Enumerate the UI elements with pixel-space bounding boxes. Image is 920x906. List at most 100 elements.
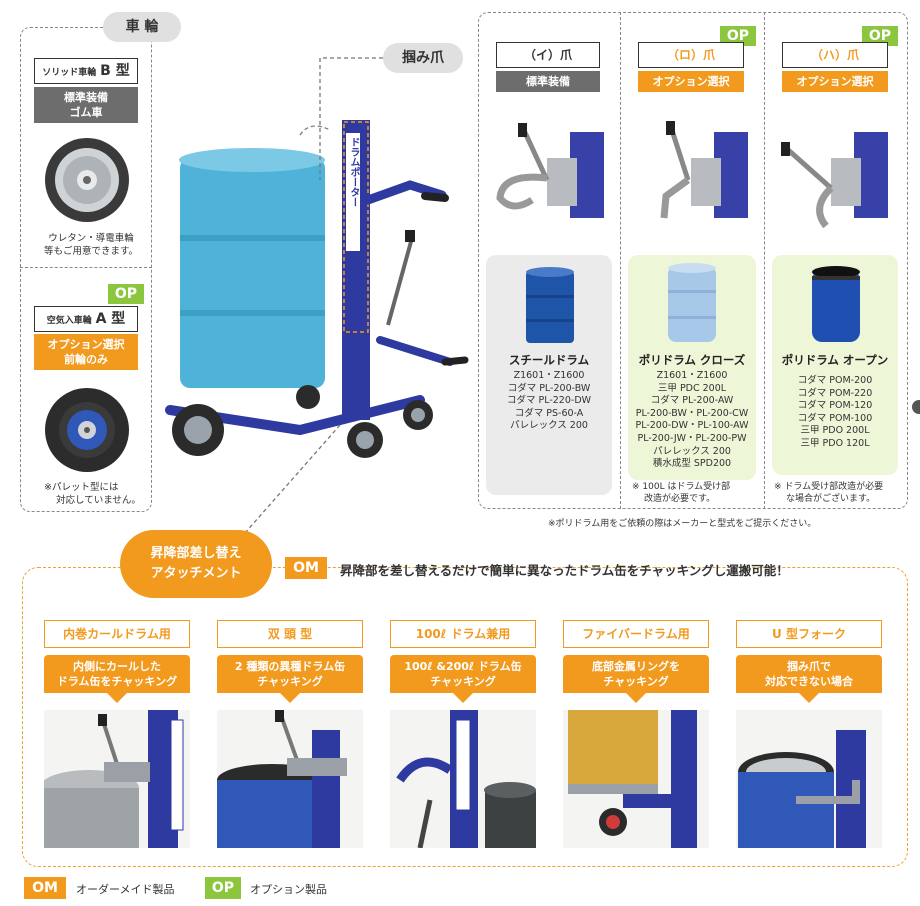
claw-ha-model: コダマ POM-220 — [797, 387, 873, 399]
solid-wheel-note-line2: 等もご用意できます。 — [43, 246, 139, 257]
attachment-photo-double — [217, 710, 363, 848]
desc-arrow — [626, 693, 646, 703]
edge-dot — [912, 400, 920, 414]
solid-wheel-header: ソリッド車輪 B 型 — [34, 58, 138, 84]
attachment-photo-fiber — [563, 710, 709, 848]
claw-ro-note-line1: ※ 100L はドラム受け部 — [632, 482, 731, 492]
air-wheel-model: A 型 — [95, 311, 126, 327]
attachment-desc-line2: 対応できない場合 — [765, 675, 853, 688]
attachment-photo-100l — [390, 710, 536, 848]
desc-arrow — [799, 693, 819, 703]
desc-arrow — [107, 693, 127, 703]
claw-ro-tag: オプション選択 — [638, 71, 744, 92]
claws-title: 掴み爪 — [383, 43, 463, 73]
claw-ha-tag: オプション選択 — [782, 71, 888, 92]
claw-ha-drum-name: ポリドラム オープン — [781, 353, 889, 367]
claw-ro-model: PL-200-BW・PL-200-CW — [635, 407, 749, 419]
claw-ro-model: PL-200-JW・PL-200-PW — [637, 432, 747, 444]
claw-ro-model: Z1601・Z1600 — [656, 370, 728, 381]
drum-porter-image — [165, 120, 469, 458]
claw-ha-model: 三甲 PDO 120L — [800, 437, 870, 449]
air-wheel-tag-line1: オプション選択 — [47, 338, 125, 351]
steel-drum — [180, 158, 325, 388]
solid-wheel-header-prefix: ソリッド車輪 — [42, 68, 97, 78]
claw-ha-model: コダマ POM-100 — [797, 412, 873, 424]
attachment-title: 内巻カールドラム用 — [44, 620, 190, 648]
attachment-desc: 100ℓ &200ℓ ドラム缶 チャッキング — [390, 655, 536, 693]
poly-closed-drum-icon — [668, 263, 716, 342]
air-wheel-tag-line2: 前輪のみ — [64, 353, 108, 366]
claw-ha-image — [781, 132, 888, 229]
claw-i-model: Z1601・Z1600 — [513, 370, 585, 381]
claw-ro-note-line2: 改造が必要です。 — [644, 494, 716, 504]
air-wheel-note-line1: ※パレット型には — [44, 482, 119, 493]
claw-i-name: （イ）爪 — [496, 42, 600, 68]
claws-leader — [319, 57, 383, 180]
claws-footnote: ※ポリドラム用をご依頼の際はメーカーと型式をご提示ください。 — [548, 519, 817, 529]
desc-arrow — [280, 693, 300, 703]
air-wheel-header-prefix: 空気入車輪 — [46, 316, 92, 326]
attachments-panel — [22, 567, 908, 867]
attachments-om-badge: OM — [285, 557, 327, 579]
claw-i-model: コダマ PL-220-DW — [506, 395, 592, 407]
attachment-title: 双 頭 型 — [217, 620, 363, 648]
attachment-desc: 底部金属リングを チャッキング — [563, 655, 709, 693]
attachment-desc-line1: 底部金属リングを — [592, 660, 680, 673]
claw-ha-note-line2: な場合がございます。 — [786, 494, 876, 504]
solid-wheel-image — [45, 138, 129, 222]
wheels-panel — [20, 27, 152, 512]
air-wheel-note-line2: 対応していません。 — [56, 495, 141, 506]
attachment-desc-line1: 2 種類の異種ドラム缶 — [234, 660, 346, 673]
attachment-desc-line2: チャッキング — [603, 675, 669, 688]
claw-ha-name: （ハ）爪 — [782, 42, 888, 68]
claw-i-tag: 標準装備 — [496, 71, 600, 92]
claw-i-models: Z1601・Z1600 コダマ PL-200-BW コダマ PL-220-DW … — [488, 370, 610, 433]
solid-wheel-model: B 型 — [100, 63, 130, 79]
claws-divider-2 — [764, 12, 765, 509]
claw-ha-note-line1: ※ ドラム受け部改造が必要 — [774, 482, 884, 492]
claw-i-drum-name: スチールドラム — [508, 353, 590, 367]
claw-ha-models: コダマ POM-200 コダマ POM-220 コダマ POM-120 コダマ … — [774, 375, 896, 451]
attachment-desc-line1: 100ℓ &200ℓ ドラム缶 — [404, 660, 522, 673]
air-wheel-note: ※パレット型には 対応していません。 — [44, 481, 144, 507]
claw-ha-model: コダマ POM-200 — [797, 375, 873, 386]
claw-ha-op-badge: OP — [862, 26, 898, 46]
attachment-desc: 内側にカールした ドラム缶をチャッキング — [44, 655, 190, 693]
attachment-desc-line2: チャッキング — [430, 675, 496, 688]
claw-ro-model: パレレックス 200 — [653, 445, 731, 457]
attachments-headline: 昇降部を差し替えるだけで簡単に異なったドラム缶をチャッキングし運搬可能！ — [340, 563, 789, 578]
claw-ro-name: （ロ）爪 — [638, 42, 744, 68]
claw-i-model: パレレックス 200 — [510, 420, 588, 432]
claw-i-model: コダマ PS-60-A — [514, 407, 584, 419]
claw-ha-model: コダマ POM-120 — [797, 400, 873, 412]
claw-ro-note: ※ 100L はドラム受け部 改造が必要です。 — [632, 481, 762, 505]
attachment-title: U 型フォーク — [736, 620, 882, 648]
solid-wheel-tag-line1: 標準装備 — [64, 91, 108, 104]
attachments-bubble-line1: 昇降部差し替え — [150, 546, 242, 561]
attachment-desc: 掴み爪で 対応できない場合 — [736, 655, 882, 693]
air-wheel-op-badge: OP — [108, 284, 144, 304]
claw-ro-model: PL-200-DW・PL-100-AW — [635, 420, 749, 432]
air-wheel-tag: オプション選択 前輪のみ — [34, 334, 138, 370]
attachment-photo-ufork — [736, 710, 882, 848]
steel-drum-icon — [526, 267, 574, 343]
claw-ro-model: コダマ PL-200-AW — [650, 395, 734, 407]
attachment-title: 100ℓ ドラム兼用 — [390, 620, 536, 648]
attachment-desc-line2: ドラム缶をチャッキング — [56, 675, 178, 688]
air-wheel-image — [45, 388, 129, 472]
claws-panel — [478, 12, 908, 509]
attachment-desc-line1: 掴み爪で — [787, 660, 831, 673]
claws-divider-1 — [620, 12, 621, 509]
claw-i-image — [496, 123, 604, 218]
legend-op-badge: OP — [205, 877, 241, 899]
attachment-title: ファイバードラム用 — [563, 620, 709, 648]
claw-i-model: コダマ PL-200-BW — [507, 382, 591, 394]
attachment-photo-curl — [44, 710, 190, 848]
desc-arrow — [453, 693, 473, 703]
product-label-text: ドラムポーター — [348, 137, 359, 207]
attachments-bubble: 昇降部差し替え アタッチメント — [120, 530, 272, 598]
claw-ro-drum-name: ポリドラム クローズ — [638, 353, 746, 367]
legend-om-label: オーダーメイド製品 — [76, 883, 175, 896]
claw-ro-models: Z1601・Z1600 三甲 PDC 200L コダマ PL-200-AW PL… — [630, 370, 754, 471]
legend-om-badge: OM — [24, 877, 66, 899]
